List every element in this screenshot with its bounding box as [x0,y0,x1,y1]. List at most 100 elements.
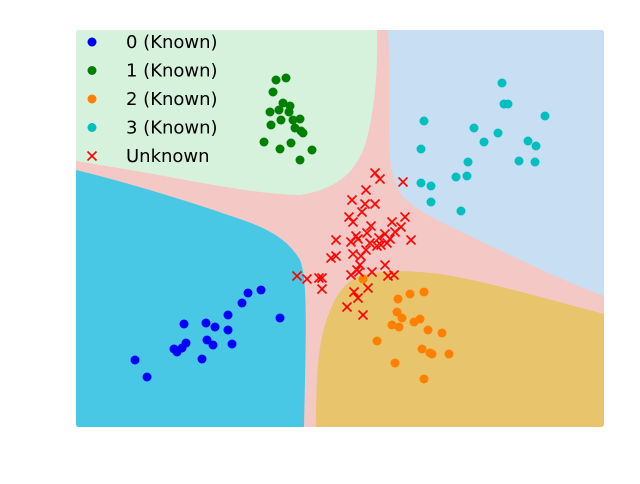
unknown-point-15 [348,286,360,298]
unknown-point-28 [361,227,373,239]
class-3-point-17 [530,157,540,167]
legend-marker-1 [87,66,97,75]
unknown-point-29 [362,282,374,294]
unknown-point-48 [397,176,409,188]
class-3-point-18 [531,141,541,151]
class-2-point-4 [392,307,402,317]
class-1-point-4 [271,75,281,85]
class-0-point-18 [275,313,285,323]
unknown-point-39 [379,259,391,271]
unknown-point-25 [359,198,371,210]
unknown-point-50 [405,234,417,246]
class-1-point-1 [265,107,275,117]
unknown-point-31 [365,220,377,232]
class-2-point-2 [387,320,397,330]
region-class-3 [388,30,604,296]
unknown-point-49 [399,211,411,223]
class-1-point-15 [295,155,305,165]
unknown-point-6 [330,234,342,246]
class-1-point-17 [298,128,308,138]
class-0-point-11 [210,322,220,332]
class-2-point-13 [419,287,429,297]
class-3-point-11 [493,128,503,138]
class-1-point-7 [276,115,286,125]
unknown-point-18 [352,233,364,245]
class-2-point-1 [372,336,382,346]
class-1-point-19 [295,114,305,124]
class-2-point-3 [390,358,400,368]
class-0-point-9 [202,335,212,345]
decision-regions [76,30,604,427]
unknown-point-2 [313,272,325,284]
class-1-point-5 [274,105,284,115]
class-3-point-9 [469,123,479,133]
unknown-point-24 [357,309,369,321]
unknown-point-43 [384,233,396,245]
class-0-point-14 [227,339,237,349]
series-2 [358,274,454,384]
legend-marker-2 [87,94,97,104]
class-2-point-5 [393,294,403,304]
legend: 0 (Known)1 (Known)2 (Known)3 (Known)Unkn… [86,32,218,167]
unknown-point-21 [354,259,366,271]
class-2-point-12 [419,374,429,384]
legend-marker-3 [87,123,97,132]
class-1-point-18 [307,145,317,155]
legend-label-2: 2 (Known) [126,89,218,110]
legend-label-4: Unknown [126,146,210,167]
data-points [130,73,550,384]
class-0-point-8 [201,318,211,328]
class-1-point-13 [288,115,298,125]
unknown-point-3 [316,272,328,284]
class-1-point-9 [281,73,291,83]
series-4 [291,167,417,321]
class-0-point-6 [181,338,191,348]
unknown-point-37 [374,173,386,185]
legend-label-1: 1 (Known) [126,61,218,82]
class-3-point-1 [416,178,426,188]
unknown-point-0 [291,270,303,282]
class-1-point-3 [268,87,278,97]
class-1-point-8 [278,98,288,108]
class-1-point-12 [286,138,296,148]
class-0-point-16 [243,288,253,298]
unknown-point-33 [369,198,381,210]
series-1 [259,73,317,165]
class-2-point-18 [444,349,454,359]
unknown-point-13 [347,216,359,228]
class-2-point-7 [397,313,407,323]
class-1-point-2 [266,120,276,130]
unknown-point-45 [388,269,400,281]
unknown-point-4 [316,283,328,295]
class-3-point-6 [456,206,466,216]
unknown-point-47 [395,221,407,233]
class-0-point-13 [223,325,233,335]
class-0-point-17 [256,285,266,295]
class-3-point-8 [463,157,473,167]
class-3-point-7 [462,171,472,181]
class-3-point-14 [503,99,513,109]
class-1-point-0 [259,137,269,147]
unknown-point-27 [360,244,372,256]
class-3-point-12 [497,78,507,88]
class-0-point-10 [208,340,218,350]
class-0-point-15 [237,298,247,308]
unknown-point-1 [301,273,313,285]
class-3-point-10 [479,137,489,147]
unknown-point-12 [346,194,358,206]
class-2-point-14 [423,325,433,335]
unknown-point-7 [330,250,342,262]
unknown-point-32 [366,266,378,278]
region-class-1 [76,30,378,195]
unknown-point-14 [347,248,359,260]
class-3-point-3 [426,181,436,191]
class-3-point-15 [514,156,524,166]
series-3 [416,78,550,216]
legend-marker-4 [86,150,98,162]
class-1-point-6 [275,144,285,154]
class-0-point-0 [130,355,140,365]
class-2-point-8 [405,289,415,299]
class-0-point-7 [197,354,207,364]
unknown-point-30 [364,237,376,249]
class-2-point-6 [394,322,404,332]
